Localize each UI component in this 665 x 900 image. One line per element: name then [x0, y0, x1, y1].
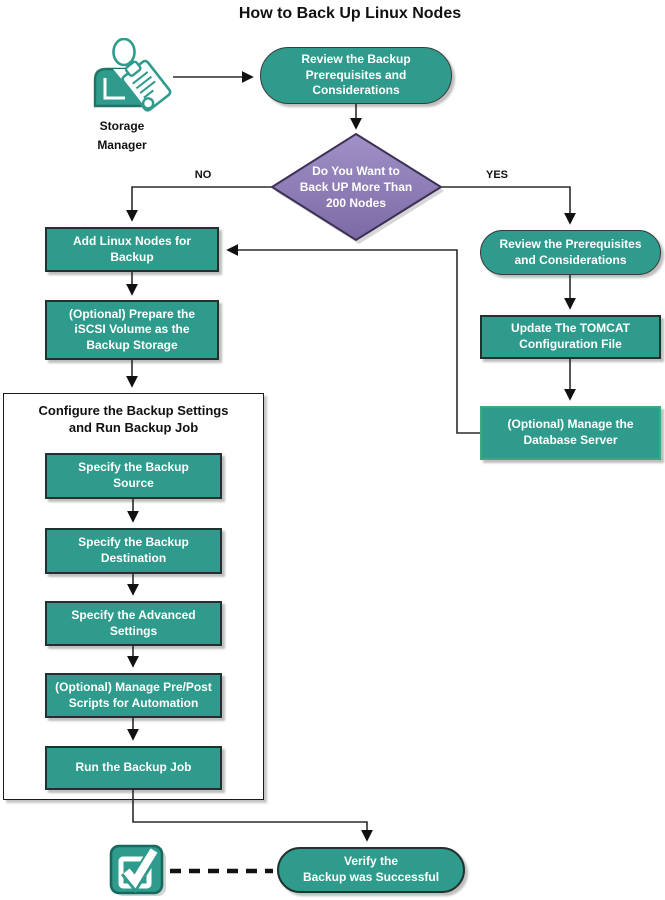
branch-label-no: NO — [194, 169, 212, 181]
branch-label-yes: YES — [485, 169, 508, 181]
node-update-tomcat-config[interactable]: Update The TOMCAT Configuration File — [480, 315, 661, 359]
storage-manager-icon — [88, 38, 172, 116]
node-review-backup-prerequisites[interactable]: Review the Backup Prerequisites and Cons… — [260, 47, 452, 104]
node-review-prerequisites[interactable]: Review the Prerequisites and Considerati… — [480, 230, 661, 275]
page-title: How to Back Up Linux Nodes — [238, 5, 462, 22]
node-add-linux-nodes[interactable]: Add Linux Nodes for Backup — [45, 227, 219, 272]
node-specify-backup-source[interactable]: Specify the Backup Source — [45, 453, 222, 499]
node-specify-advanced-settings[interactable]: Specify the Advanced Settings — [45, 601, 222, 646]
node-run-backup-job[interactable]: Run the Backup Job — [45, 746, 222, 790]
node-manage-database-server[interactable]: (Optional) Manage the Database Server — [480, 406, 661, 460]
group-box-title: Configure the Backup Settings and Run Ba… — [38, 403, 229, 435]
node-verify-backup-successful[interactable]: Verify the Backup was Successful — [277, 847, 465, 893]
storage-manager-label: Storage Manager — [97, 119, 147, 153]
checked-checkbox-icon — [108, 843, 168, 898]
node-prepare-iscsi-volume[interactable]: (Optional) Prepare the iSCSI Volume as t… — [45, 300, 219, 360]
node-specify-backup-destination[interactable]: Specify the Backup Destination — [45, 528, 222, 574]
node-manage-prepost-scripts[interactable]: (Optional) Manage Pre/Post Scripts for A… — [45, 673, 222, 718]
decision-node-label[interactable]: Do You Want to Back UP More Than 200 Nod… — [299, 163, 413, 211]
